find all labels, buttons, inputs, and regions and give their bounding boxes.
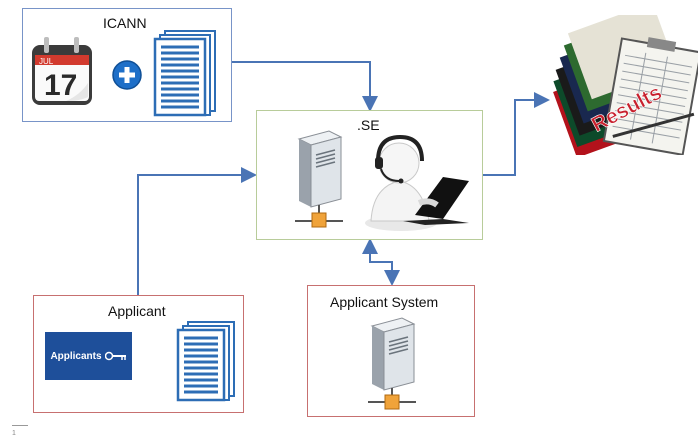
calendar-day: 17 — [44, 69, 77, 102]
plus-icon — [112, 60, 142, 90]
se-box: .SE — [256, 110, 483, 240]
results-folders-icon: Results — [553, 15, 698, 155]
document-stack-icon — [176, 321, 235, 402]
applicant-system-box: Applicant System — [307, 285, 475, 417]
applicant-system-title: Applicant System — [330, 294, 439, 310]
se-title: .SE — [357, 117, 380, 133]
applicant-box: Applicant Applicants — [33, 295, 244, 413]
server-icon — [295, 130, 343, 228]
server-icon — [368, 317, 416, 410]
support-agent-icon — [365, 134, 469, 231]
se-applicant-system-arrow — [362, 238, 400, 286]
applicant-title: Applicant — [108, 303, 166, 319]
page-number: 1 — [12, 430, 16, 437]
footnote-rule — [12, 425, 28, 426]
calendar-month: JUL — [39, 57, 54, 66]
icann-box: ICANN JUL 17 — [22, 8, 232, 122]
icann-to-se-arrow — [232, 61, 378, 112]
applicant-to-se-arrow — [137, 167, 257, 295]
se-to-results-arrow — [483, 92, 550, 176]
icann-title: ICANN — [103, 15, 147, 31]
applicants-logo: Applicants — [45, 332, 132, 380]
key-icon — [104, 351, 126, 361]
document-stack-icon — [153, 30, 216, 117]
calendar-icon: JUL 17 — [32, 37, 92, 105]
applicants-logo-text: Applicants — [50, 350, 102, 362]
